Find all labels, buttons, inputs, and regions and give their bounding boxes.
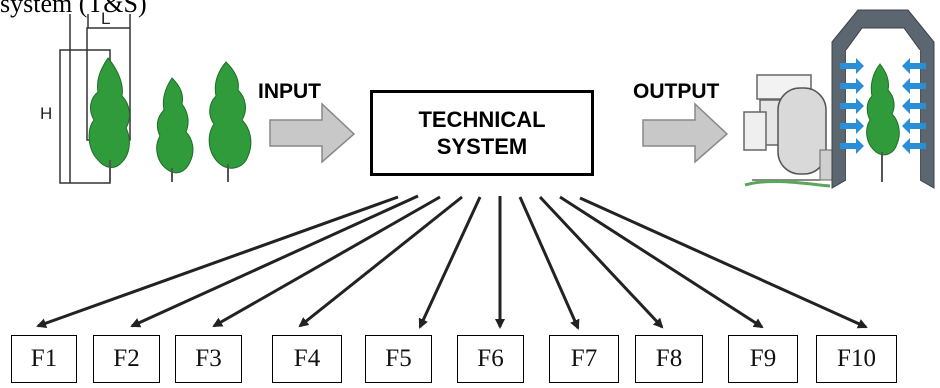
function-arrow: [298, 195, 463, 328]
system-title-line2: SYSTEM: [436, 134, 528, 159]
function-box-f3: F3: [175, 335, 242, 383]
dryer-machine-icon: [743, 74, 833, 188]
tree-icon: [156, 77, 194, 182]
system-title-line1: TECHNICAL: [418, 107, 546, 132]
function-arrow: [130, 194, 419, 328]
function-arrow: [538, 195, 664, 329]
function-arrow: [518, 196, 580, 330]
function-box-f7: F7: [549, 335, 619, 383]
function-box-f10: F10: [816, 335, 897, 383]
technical-system-box: TECHNICAL SYSTEM: [370, 90, 594, 176]
dimension-lines: [59, 14, 131, 184]
input-arrow: [269, 102, 356, 164]
tree-icon: [208, 61, 252, 182]
function-arrow: [559, 195, 764, 329]
function-box-f1: F1: [11, 335, 77, 383]
function-arrow: [36, 195, 399, 329]
output-arrow: [642, 102, 729, 164]
function-box-f2: F2: [93, 335, 160, 383]
width-dimension-label: L: [101, 9, 111, 28]
function-box-f6: F6: [457, 335, 524, 383]
airflow-arrows: [840, 58, 926, 154]
tree-icon: [866, 63, 900, 182]
header-text: system (T&S): [0, 0, 147, 18]
height-dimension-label: H: [40, 104, 53, 123]
input-label: INPUT: [258, 80, 321, 103]
tree-icon: [88, 57, 130, 182]
function-arrow: [579, 196, 868, 329]
function-box-f5: F5: [365, 335, 432, 383]
function-box-f9: F9: [728, 335, 798, 383]
function-arrow: [418, 196, 482, 329]
function-arrows: [36, 194, 868, 330]
function-arrow: [212, 195, 441, 328]
function-box-f4: F4: [272, 335, 342, 383]
function-box-f8: F8: [635, 335, 703, 383]
output-label: OUTPUT: [633, 80, 720, 103]
